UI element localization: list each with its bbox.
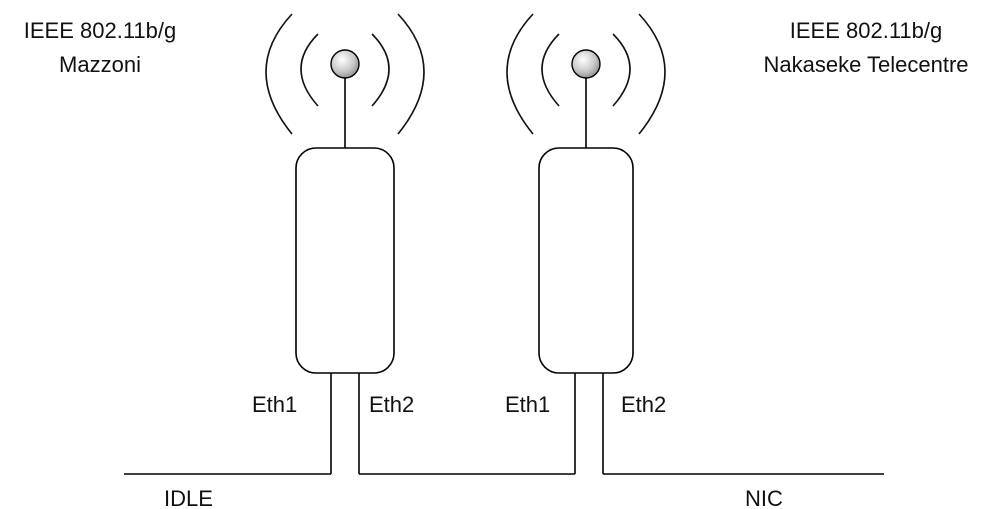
standard-label-nakaseke: IEEE 802.11b/g [790,18,943,43]
network-segments: IDLE NIC [124,473,884,509]
wave-inner-right [371,33,390,107]
network-label-idle: IDLE [164,486,213,509]
port-label-eth1-mazzoni: Eth1 [252,392,297,417]
router-nakaseke: Eth1 Eth2 IEEE 802.11b/g Nakaseke Telece… [505,13,969,474]
antenna-ball-mazzoni [330,49,360,79]
radio-waves-nakaseke [506,13,666,135]
wave-outer-right [638,13,666,135]
radio-waves-mazzoni [265,13,425,135]
port-label-eth2-mazzoni: Eth2 [369,392,414,417]
site-label-mazzoni: Mazzoni [59,52,141,77]
antenna-ball-nakaseke [571,49,601,79]
wave-inner-left [300,33,319,107]
port-label-eth2-nakaseke: Eth2 [621,392,666,417]
port-label-eth1-nakaseke: Eth1 [505,392,550,417]
wave-inner-right [612,33,631,107]
standard-label-mazzoni: IEEE 802.11b/g [24,18,177,43]
access-point-box-nakaseke [538,147,634,374]
wave-outer-left [506,13,534,135]
wave-inner-left [541,33,560,107]
wave-outer-left [265,13,293,135]
access-point-box-mazzoni [295,147,395,374]
wave-outer-right [397,13,425,135]
site-label-nakaseke: Nakaseke Telecentre [763,52,968,77]
network-label-nic: NIC [745,486,783,509]
router-mazzoni: Eth1 Eth2 IEEE 802.11b/g Mazzoni [24,13,425,474]
